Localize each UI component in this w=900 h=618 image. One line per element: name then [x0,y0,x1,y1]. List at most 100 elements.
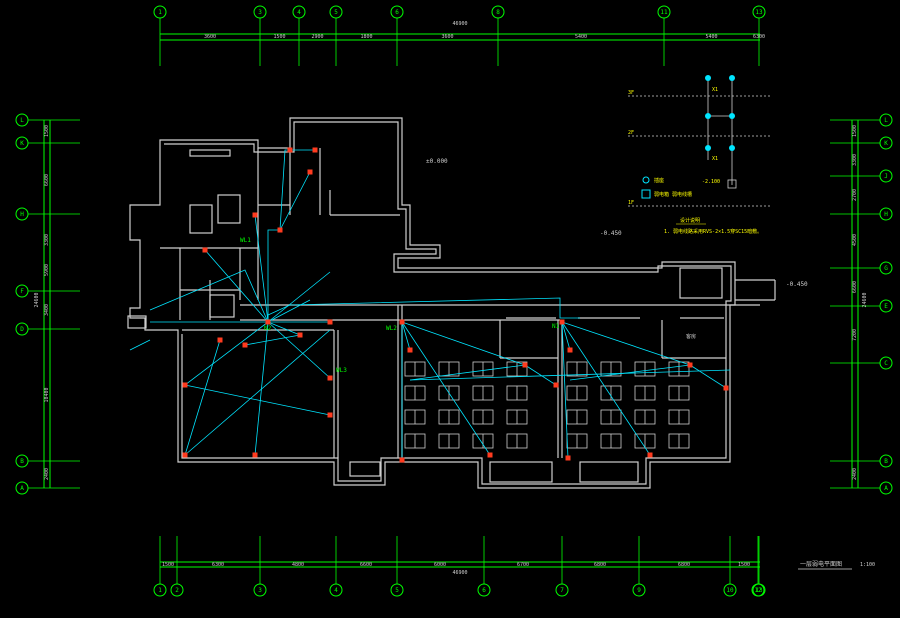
bottom-axis-label-6-bubble [555,583,569,597]
weak-box-icon [641,189,651,199]
right-axis-label-4: G [884,265,888,272]
wiring-group [129,149,731,460]
left-dim-4: 3400 [44,304,50,316]
bottom-axis-label-7-bubble [632,583,646,597]
left-axis-label-0: L [20,117,24,124]
socket-marker [327,412,333,418]
right-axis-label-1: K [884,140,888,147]
right-axis-label-5-bubble [879,299,893,313]
legend-x2: X1 [712,156,718,162]
right-axis-label-3-bubble [879,207,893,221]
socket-marker [182,382,188,388]
socket-marker [327,375,333,381]
desk-group [404,361,690,449]
note-title: 设计说明 [680,217,700,224]
bottom-dim-3: 6600 [360,562,372,568]
bottom-dim-2: 4800 [292,562,304,568]
socket-marker [399,319,405,325]
socket-marker [407,347,413,353]
building-walls [127,117,776,489]
right-axis-label-1-bubble [879,136,893,150]
socket-marker [565,455,571,461]
bottom-axis-label-1-bubble [170,583,184,597]
right-axis-label-7: B [884,458,888,465]
svg-text:2F: 2F [628,130,634,136]
top-axis-label-7-bubble [752,5,766,19]
right-dim-0: 1500 [852,125,858,137]
left-axis-label-1-bubble [15,136,29,150]
socket-marker [647,452,653,458]
right-axis-label-8: A [884,485,888,492]
socket-marker [312,147,318,153]
wire-label-n1: N1 [552,323,560,330]
top-axis-label-4: 6 [395,9,399,16]
device-marker-group [182,147,729,463]
socket-marker [277,227,283,233]
top-axis-label-5-bubble [491,5,505,19]
room-label-small: 客房 [686,333,696,340]
left-dim-1: 6600 [44,174,50,186]
right-dim-3: 4500 [852,234,858,246]
wire-label-n2: N2 [264,325,272,332]
right-dim-total: 24600 [862,292,868,307]
wire-label-wl1: WL1 [240,237,251,244]
bottom-axis-label-4: 5 [395,587,399,594]
left-axis-label-0-bubble [15,113,29,127]
wire-label-wl2: WL2 [386,325,397,332]
top-dim-3: 1800 [360,34,372,40]
legend-item-socket: 插座 [654,177,664,184]
left-dim-2: 3300 [44,234,50,246]
socket-marker [182,452,188,458]
bottom-axis-label-3-bubble [329,583,343,597]
elev-label-2: -0.450 [600,230,622,237]
socket-marker [522,362,528,368]
bottom-axis-label-0-bubble [153,583,167,597]
socket-marker [327,319,333,325]
bottom-axis-label-1: 2 [175,587,179,594]
top-dim-1: 1500 [273,34,285,40]
elev-label-1: -0.450 [786,281,808,288]
top-dim-6: 5400 [705,34,717,40]
top-dim-total: 46900 [452,21,467,27]
left-axis-label-3: F [20,288,24,295]
socket-marker [567,347,573,353]
bottom-dim-5: 6700 [517,562,529,568]
left-axis-label-6-bubble [15,481,29,495]
bottom-axis-label-0: 1 [158,587,162,594]
bottom-dim-6: 6800 [594,562,606,568]
socket-marker [252,452,258,458]
bottom-axis-label-5: 6 [482,587,486,594]
top-dim-0: 3600 [204,34,216,40]
top-axis-label-7: 13 [755,9,763,16]
legend-x1: X1 [712,87,718,93]
bottom-axis-label-10: 13 [755,587,763,594]
title-block: 一层弱电平面图 1:100 [798,560,875,570]
socket-marker [265,319,271,325]
right-dim-1: 3300 [852,154,858,166]
top-axis-label-3-bubble [329,5,343,19]
bottom-dim-8: 1500 [738,562,750,568]
bottom-dim-1: 6300 [212,562,224,568]
socket-marker [487,452,493,458]
top-axis-label-4-bubble [390,5,404,19]
left-dim-5: 10400 [44,387,50,402]
drawing-scale: 1:100 [860,562,875,568]
left-axis-label-4: D [20,326,24,333]
right-axis-label-5: E [884,303,888,310]
bottom-axis-label-7: 9 [637,587,641,594]
legend-item-box: 弱电箱 弱电线槽 [654,191,692,198]
left-axis-label-2: H [20,211,24,218]
left-axis-label-2-bubble [15,207,29,221]
socket-marker [687,362,693,368]
socket-marker [553,382,559,388]
bottom-axis-label-8-bubble [723,583,737,597]
left-dim-6: 2400 [44,468,50,480]
bottom-axis-label-9: 12 [754,587,762,594]
left-dim-3: 5900 [44,264,50,276]
bottom-dim-4: 6000 [434,562,446,568]
right-dim-2: 2700 [852,189,858,201]
bottom-dim-7: 6800 [678,562,690,568]
